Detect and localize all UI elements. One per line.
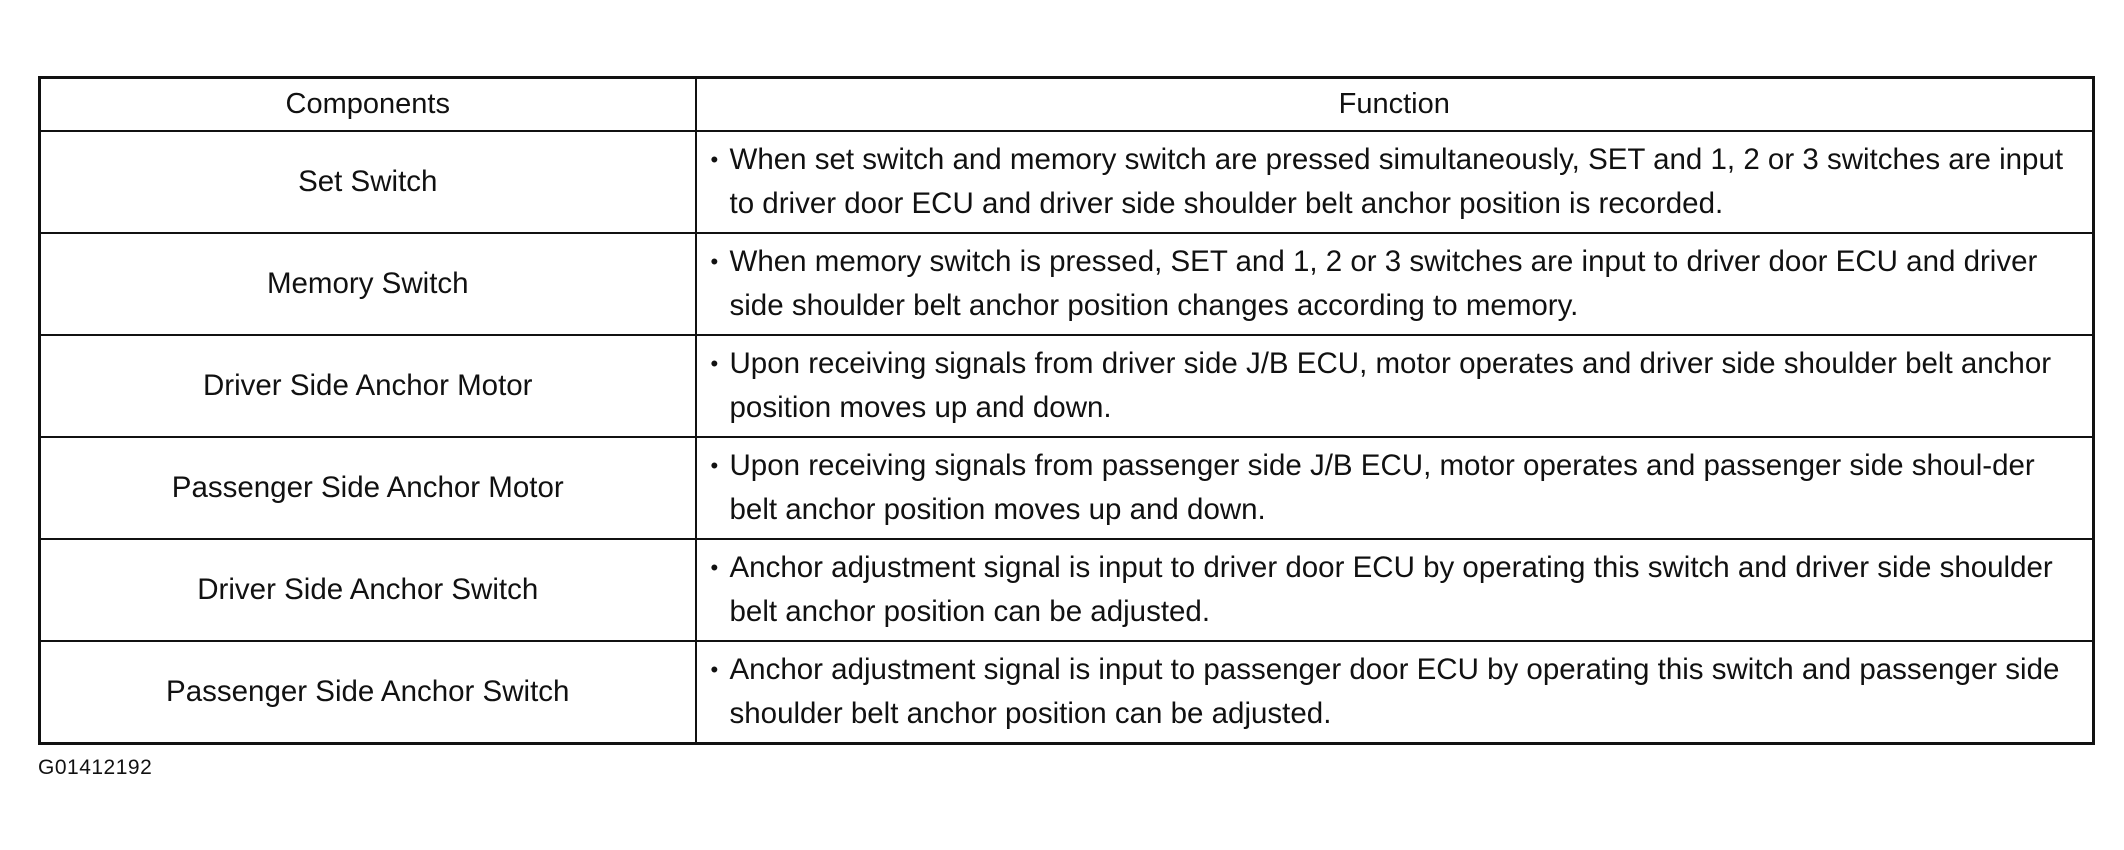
bullet-icon: • <box>710 351 719 376</box>
function-description: When memory switch is pressed, SET and 1… <box>729 245 2038 322</box>
bullet-icon: • <box>710 147 719 172</box>
component-name: Driver Side Anchor Motor <box>38 334 697 438</box>
function-cell: • Upon receiving signals from driver sid… <box>694 334 2095 438</box>
function-description: Upon receiving signals from passenger si… <box>729 449 2035 526</box>
component-name: Passenger Side Anchor Switch <box>38 640 697 745</box>
header-function: Function <box>694 76 2095 132</box>
table-row: Driver Side Anchor Motor • Upon receivin… <box>38 334 2095 438</box>
function-description: Anchor adjustment signal is input to dri… <box>729 551 2053 628</box>
header-components: Components <box>38 76 697 132</box>
table-row: Memory Switch • When memory switch is pr… <box>38 232 2095 336</box>
function-description: Upon receiving signals from driver side … <box>729 347 2052 424</box>
function-description: When set switch and memory switch are pr… <box>729 143 2064 220</box>
component-name: Passenger Side Anchor Motor <box>38 436 697 540</box>
bullet-icon: • <box>710 555 719 580</box>
function-description: Anchor adjustment signal is input to pas… <box>729 653 2060 730</box>
table-row: Driver Side Anchor Switch • Anchor adjus… <box>38 538 2095 642</box>
bullet-icon: • <box>710 453 719 478</box>
table-row: Passenger Side Anchor Motor • Upon recei… <box>38 436 2095 540</box>
table-header-row: Components Function <box>38 76 2095 132</box>
function-cell: • Upon receiving signals from passenger … <box>694 436 2095 540</box>
component-name: Set Switch <box>38 130 697 234</box>
bullet-icon: • <box>710 249 719 274</box>
components-function-table: Components Function Set Switch • When se… <box>38 76 2095 745</box>
bullet-icon: • <box>710 657 719 682</box>
table-row: Set Switch • When set switch and memory … <box>38 130 2095 234</box>
function-cell: • Anchor adjustment signal is input to p… <box>694 640 2095 745</box>
figure-id: G01412192 <box>38 756 153 779</box>
function-cell: • Anchor adjustment signal is input to d… <box>694 538 2095 642</box>
component-name: Memory Switch <box>38 232 697 336</box>
table-row: Passenger Side Anchor Switch • Anchor ad… <box>38 640 2095 745</box>
component-name: Driver Side Anchor Switch <box>38 538 697 642</box>
function-cell: • When set switch and memory switch are … <box>694 130 2095 234</box>
function-cell: • When memory switch is pressed, SET and… <box>694 232 2095 336</box>
